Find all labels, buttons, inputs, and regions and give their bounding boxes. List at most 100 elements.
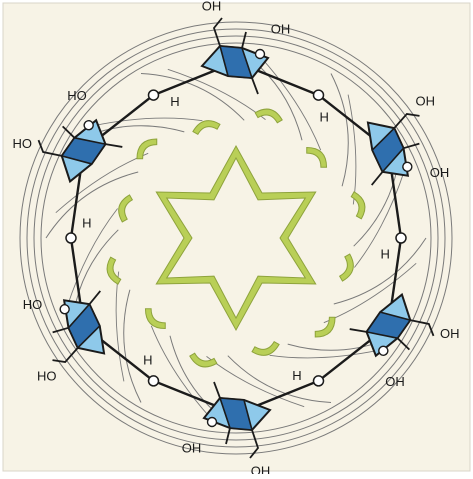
ch2oh-bond (37, 139, 62, 157)
sheet-strand (123, 289, 142, 403)
crescent-shape (338, 253, 354, 282)
hydroxyl-label: HO (67, 88, 87, 103)
ch2oh-bond (212, 17, 223, 47)
hbond-crescent (254, 108, 283, 124)
outer-ring (19, 21, 453, 455)
glycosidic-oxygen (147, 375, 160, 387)
crescent-shape (254, 108, 283, 124)
oh-bond (213, 381, 221, 399)
sheet-strand (330, 73, 349, 187)
oh-bond (225, 427, 231, 445)
ring-oxygen (59, 304, 70, 315)
hydroxyl-label: OH (385, 374, 405, 389)
oh-bond (251, 77, 259, 95)
sheet-strand (333, 237, 427, 305)
crescent-shape (144, 308, 166, 330)
ring-oxygen (378, 345, 389, 356)
hydrogen-label: H (82, 215, 91, 230)
sheet-strand (269, 349, 380, 359)
ring-oxygen (254, 48, 266, 60)
bridging-oxygens (65, 89, 407, 387)
sheet-strand (92, 117, 203, 127)
oh-bond (52, 326, 69, 334)
outer-ring (40, 42, 432, 434)
crescent-shape (306, 146, 328, 168)
ring-oxygen (402, 161, 413, 172)
hbond-crescent (192, 120, 221, 136)
crescent-shape (106, 256, 122, 285)
ch2oh-bond (410, 319, 435, 337)
hydroxyl-label: OH (202, 0, 222, 13)
glycosidic-oxygen (395, 232, 407, 244)
hydroxyl-label: OH (251, 464, 271, 474)
hydrogen-label: H (292, 368, 301, 383)
pyranose-face (67, 302, 101, 350)
crescent-shape (136, 138, 158, 160)
hydroxyl-label: OH (271, 22, 291, 37)
sheet-strand (260, 57, 322, 151)
glucose-unit (200, 17, 270, 95)
pyranose-face (218, 397, 254, 431)
glycosidic-oxygen (312, 89, 325, 101)
sheet-strand (45, 171, 139, 239)
crescent-shape (118, 194, 134, 223)
hydroxyl-label: HO (37, 369, 57, 384)
hydrogen-label: H (170, 94, 179, 109)
ring-oxygen (206, 416, 218, 428)
hydroxyl-label: OH (182, 440, 202, 455)
sheet-strand (354, 169, 406, 268)
oh-bond (349, 328, 367, 333)
hydrogen-label: H (381, 247, 390, 262)
hbond-crescent (350, 191, 366, 220)
hydroxyl-label: OH (416, 94, 436, 109)
inner-sheet-strands (45, 47, 427, 429)
crescent-shape (189, 352, 218, 368)
hbond-crescent (314, 316, 336, 338)
glycosidic-oxygen (147, 89, 160, 101)
crescent-shape (192, 120, 221, 136)
hydroxyl-label: OH (440, 326, 460, 341)
hbond-network-green (106, 108, 366, 368)
hbond-crescent (106, 256, 122, 285)
sheet-strand (66, 208, 118, 307)
hbond-crescent (251, 340, 280, 356)
oh-bond (241, 31, 247, 49)
hydroxyl-label: HO (23, 297, 43, 312)
hbond-crescent (144, 308, 166, 330)
crescent-shape (350, 191, 366, 220)
oh-bond (61, 125, 76, 139)
glucose-unit (366, 112, 420, 186)
ch2oh-bond (52, 347, 79, 364)
crescent-shape (314, 316, 336, 338)
oh-bond (105, 143, 123, 148)
hbond-crescent (136, 138, 158, 160)
oh-bond (88, 290, 102, 305)
pyranose-face (365, 311, 412, 340)
glucose-unit (52, 290, 106, 364)
hbond-crescent (189, 352, 218, 368)
oh-bond (396, 337, 411, 351)
outer-beta-sheet-rings (19, 21, 453, 455)
ring-oxygen (83, 120, 94, 131)
outer-ring (33, 35, 439, 441)
hbond-crescent (118, 194, 134, 223)
hydrogen-label: H (320, 110, 329, 125)
glucose-unit (37, 118, 123, 184)
glycosidic-oxygen (312, 375, 325, 387)
pyranose-face (60, 136, 107, 165)
glucose-unit (349, 292, 435, 358)
hydroxyl-label: HO (12, 136, 32, 151)
hbond-crescent (306, 146, 328, 168)
sheet-strand (150, 325, 212, 419)
inner-star-network (155, 144, 317, 332)
sheet-strand (140, 73, 245, 121)
hydroxyl-label: OH (430, 165, 450, 180)
ch2oh-bond (249, 429, 260, 459)
ch2oh-bond (393, 112, 420, 129)
glycosidic-oxygen (65, 232, 77, 244)
crescent-shape (251, 340, 280, 356)
oh-bond (370, 171, 384, 186)
